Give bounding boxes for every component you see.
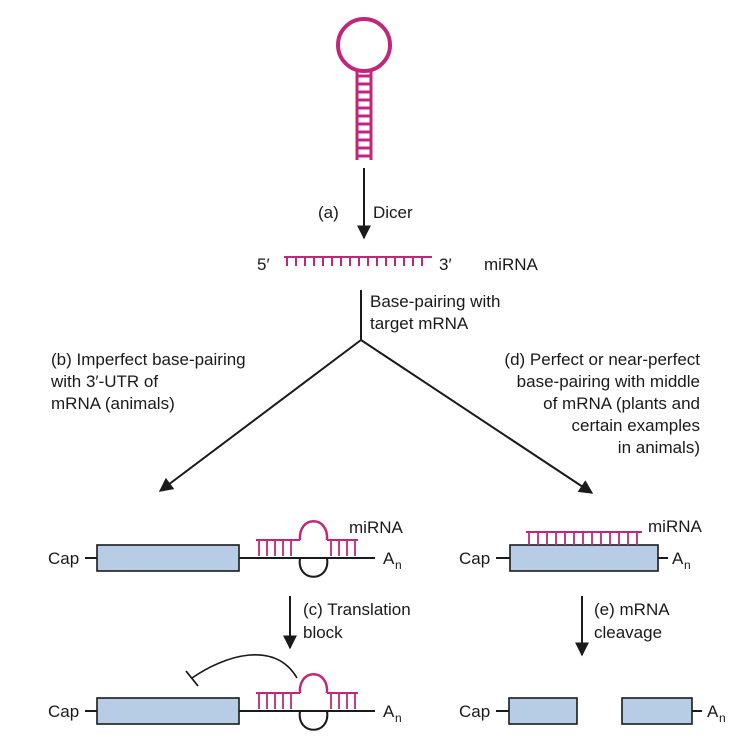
base-pairing-label-2: target mRNA bbox=[370, 314, 469, 333]
mirna-ticks bbox=[286, 257, 423, 266]
mrna-imperfect-top: Cap A n miRNA bbox=[48, 518, 403, 578]
mirna-strand bbox=[284, 256, 432, 266]
svg-text:n: n bbox=[719, 711, 726, 725]
branch-d-line-5: in animals) bbox=[618, 438, 700, 457]
branch-b-line-2: with 3′-UTR of bbox=[50, 372, 158, 391]
mrna-cleaved: Cap A n bbox=[459, 697, 726, 725]
step-a-label: (a) bbox=[318, 203, 339, 222]
svg-text:n: n bbox=[395, 711, 402, 725]
branch-d-line-4: certain examples bbox=[571, 416, 700, 435]
perfect-pairing-ticks bbox=[528, 532, 638, 545]
svg-text:Cap: Cap bbox=[459, 702, 490, 721]
branch-d-line-3: of mRNA (plants and bbox=[543, 394, 700, 413]
branch-left-arrow bbox=[158, 339, 362, 492]
svg-text:Cap: Cap bbox=[459, 549, 490, 568]
base-pairing-label-1: Base-pairing with bbox=[370, 292, 500, 311]
svg-text:miRNA: miRNA bbox=[648, 517, 702, 536]
svg-text:n: n bbox=[395, 558, 402, 572]
step-c-line-1: (c) Translation bbox=[303, 600, 411, 619]
svg-text:Cap: Cap bbox=[48, 702, 79, 721]
pre-mirna-hairpin bbox=[336, 17, 392, 160]
mirna-bulge bbox=[256, 673, 358, 731]
branch-d-line-2: base-pairing with middle bbox=[517, 372, 700, 391]
three-prime-label: 3′ bbox=[439, 255, 452, 274]
step-c-line-2: block bbox=[303, 623, 343, 642]
svg-text:A: A bbox=[672, 549, 684, 568]
mirna-label: miRNA bbox=[484, 255, 538, 274]
branch-b-line-3: mRNA (animals) bbox=[51, 394, 175, 413]
branch-b-line-1: (b) Imperfect base-pairing bbox=[51, 350, 246, 369]
inhibition-arc bbox=[191, 654, 298, 679]
svg-text:A: A bbox=[707, 702, 719, 721]
svg-text:A: A bbox=[383, 702, 395, 721]
branch-right-arrow bbox=[360, 339, 594, 494]
svg-text:A: A bbox=[383, 549, 395, 568]
five-prime-label: 5′ bbox=[257, 255, 270, 274]
svg-text:Cap: Cap bbox=[48, 549, 79, 568]
mrna-imperfect-bottom: Cap A n bbox=[48, 654, 402, 731]
hairpin-rungs bbox=[357, 74, 371, 158]
svg-text:miRNA: miRNA bbox=[349, 518, 403, 537]
mirna-bulge bbox=[256, 520, 358, 578]
step-e-line-2: cleavage bbox=[594, 623, 662, 642]
inhibition-bar bbox=[185, 670, 199, 687]
dicer-label: Dicer bbox=[373, 203, 413, 222]
svg-text:n: n bbox=[684, 558, 691, 572]
step-e-line-1: (e) mRNA bbox=[594, 600, 670, 619]
branch-d-line-1: (d) Perfect or near-perfect bbox=[504, 350, 700, 369]
mrna-perfect-top: Cap A n miRNA bbox=[459, 517, 702, 572]
